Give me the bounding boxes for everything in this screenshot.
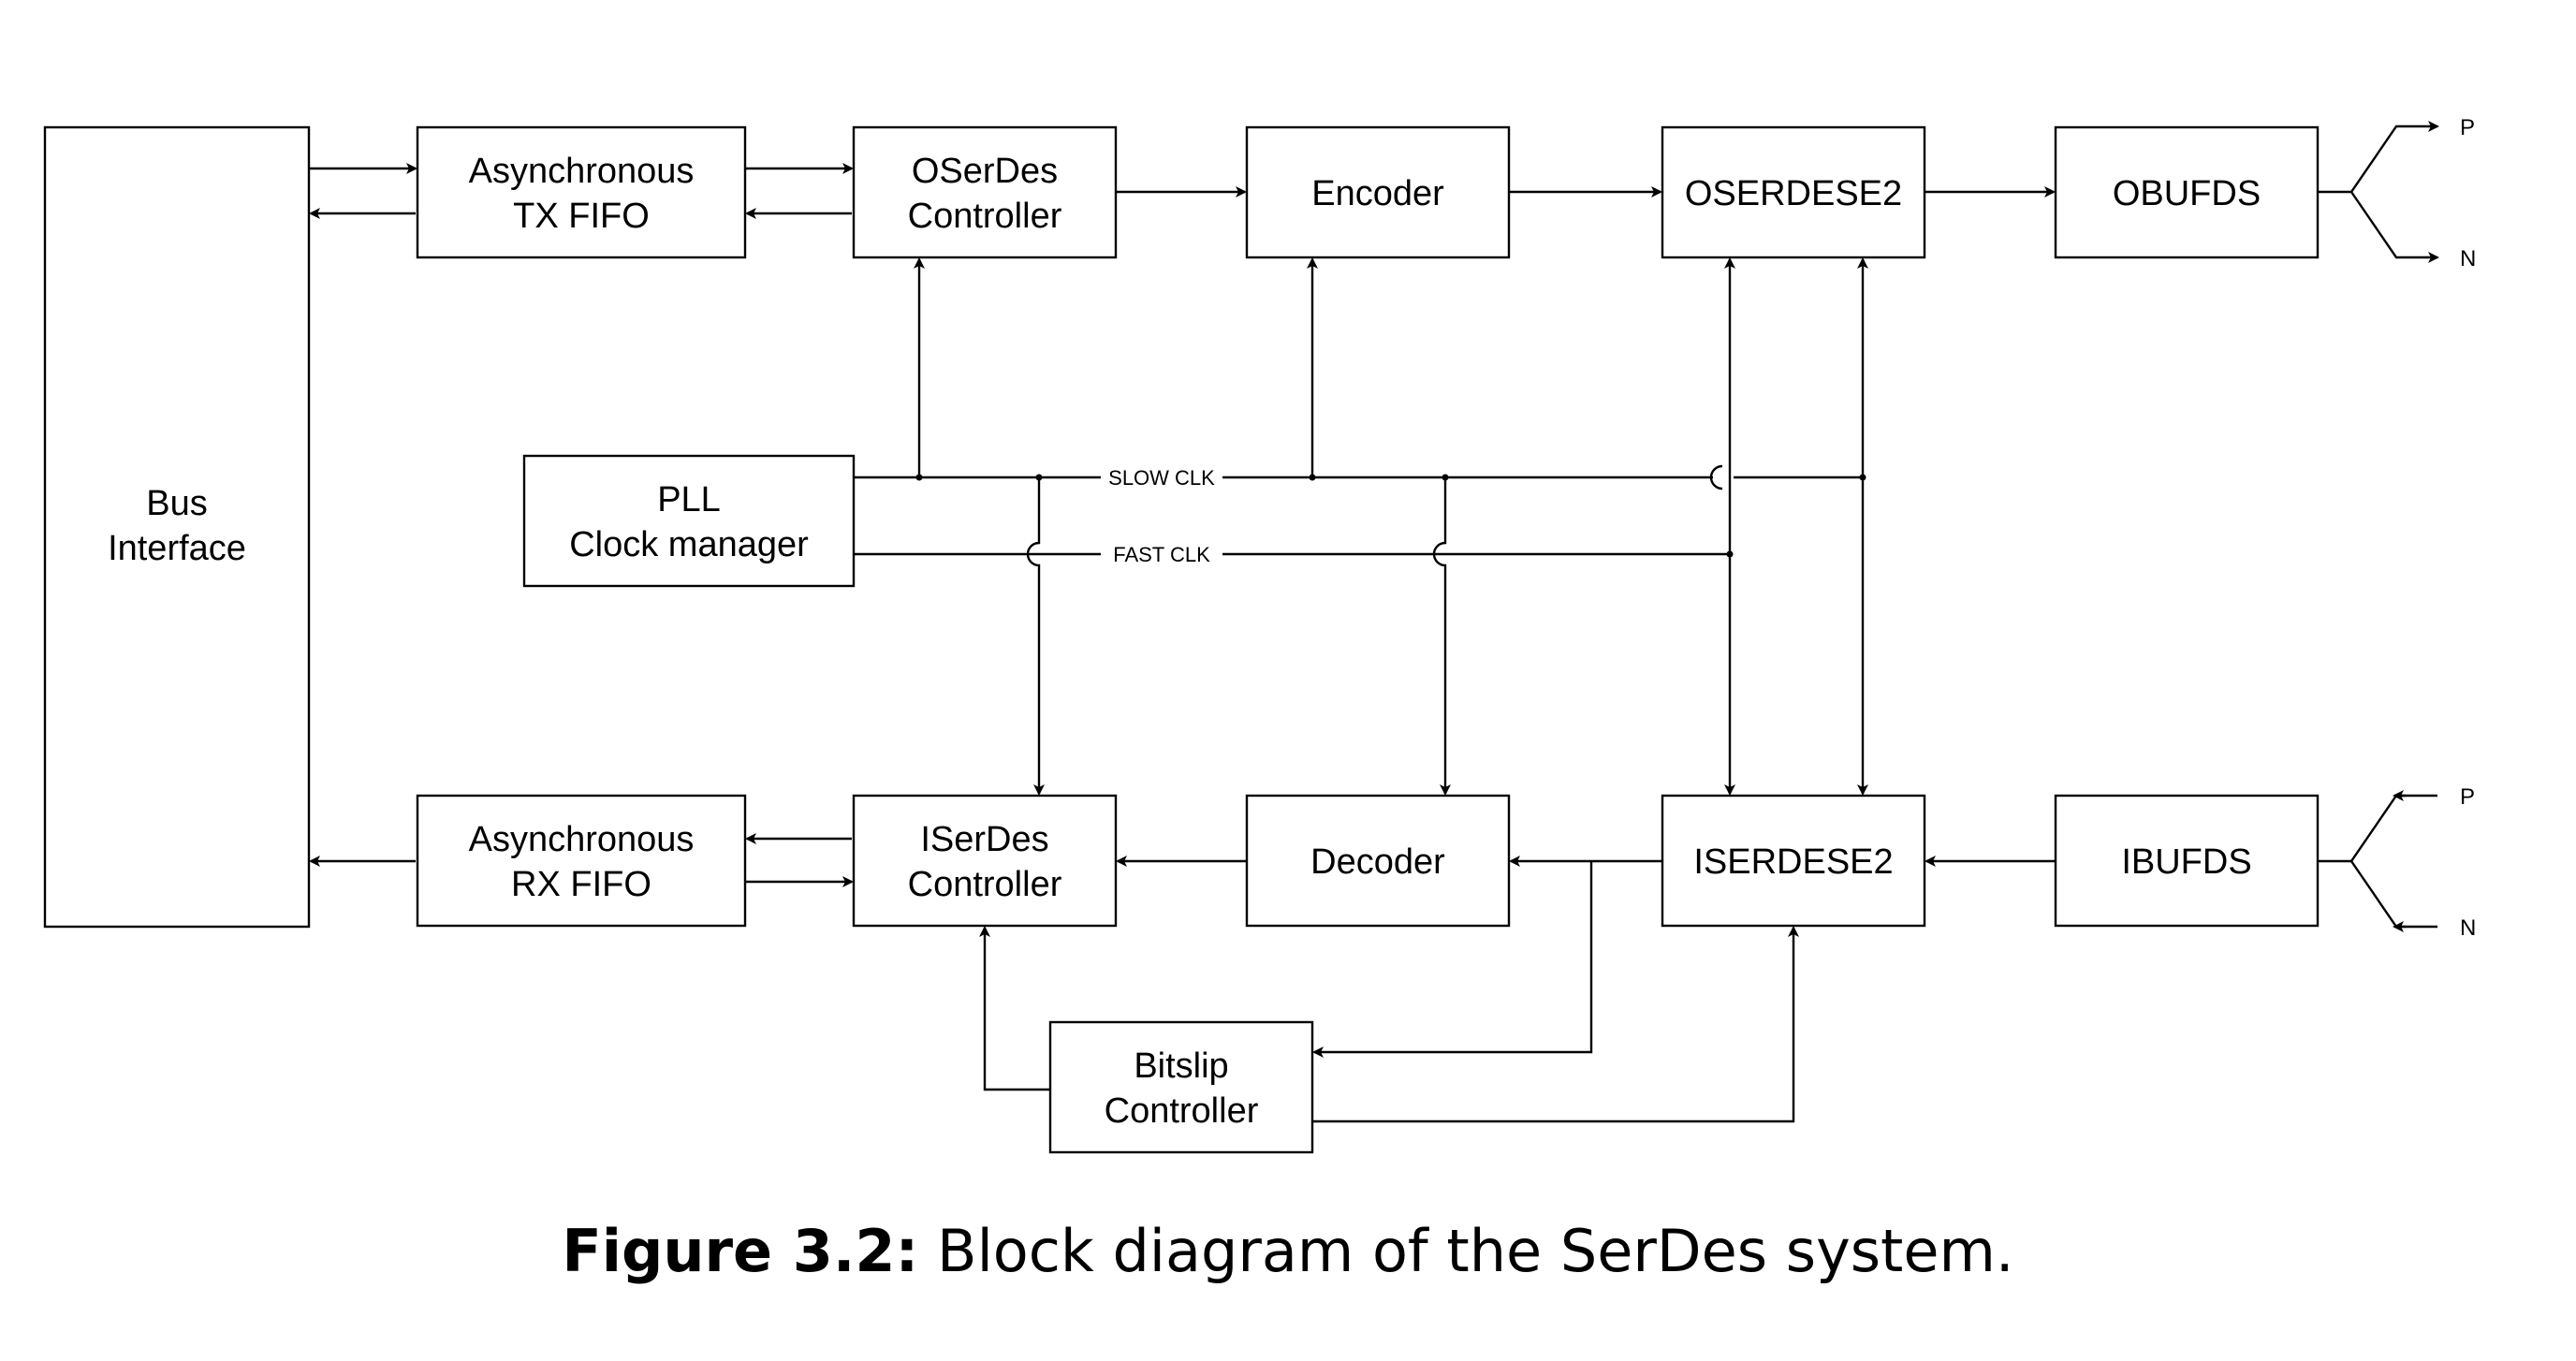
encoder-label: Encoder — [1311, 174, 1444, 213]
block-bitslip-controller: Bitslip Controller — [1048, 1020, 1314, 1154]
fast-clk-net: FAST CLK — [854, 543, 1734, 566]
block-bus-interface: Bus Interface — [43, 125, 311, 929]
block-obufds: OBUFDS — [2054, 125, 2320, 259]
pll-label-2: Clock manager — [569, 525, 809, 564]
fast-clk-label: FAST CLK — [1113, 543, 1210, 566]
arrow-obufds-n — [2350, 191, 2439, 263]
block-async-tx-fifo: Asynchronous TX FIFO — [416, 125, 747, 259]
bitslip-label-1: Bitslip — [1134, 1046, 1228, 1086]
ibufds-label: IBUFDS — [2121, 842, 2251, 882]
input-p-label: P — [2460, 784, 2475, 810]
block-encoder: Encoder — [1245, 125, 1511, 259]
arrow-slowclk-to-decoder — [1432, 477, 1451, 796]
txfifo-label-2: TX FIFO — [513, 197, 650, 236]
iserdese2-label: ISERDESE2 — [1693, 842, 1893, 882]
arrow-iserdese2-to-bitslip — [1312, 861, 1593, 1058]
rxfifo-label-2: RX FIFO — [511, 865, 651, 904]
block-iserdese2: ISERDESE2 — [1661, 794, 1926, 928]
output-n-label: N — [2460, 246, 2476, 271]
obufds-label: OBUFDS — [2113, 174, 2261, 213]
slow-clk-label: SLOW CLK — [1108, 466, 1215, 490]
arrow-bitslip-to-iserdesctl — [979, 926, 1050, 1091]
input-n-label: N — [2460, 915, 2476, 941]
arrow-obufds-p — [2318, 121, 2439, 194]
slow-clk-net: SLOW CLK — [854, 464, 1866, 490]
iserdesctl-label-2: Controller — [908, 865, 1062, 904]
block-ibufds: IBUFDS — [2054, 794, 2320, 928]
pll-label-1: PLL — [657, 480, 721, 520]
iserdesctl-label-1: ISerDes — [920, 820, 1048, 859]
arrow-slowclk-to-iserdesctl — [1026, 477, 1045, 796]
figure-caption: Figure 3.2: Block diagram of the SerDes … — [0, 1217, 2576, 1285]
caption-text: Block diagram of the SerDes system. — [937, 1217, 2014, 1285]
block-pll-clock-manager: PLL Clock manager — [522, 454, 856, 588]
block-oserdes-controller: OSerDes Controller — [852, 125, 1118, 259]
block-oserdese2: OSERDESE2 — [1661, 125, 1926, 259]
oserdesctl-label-1: OSerDes — [912, 152, 1058, 191]
block-iserdes-controller: ISerDes Controller — [852, 794, 1118, 928]
caption-label: Figure 3.2: — [562, 1217, 919, 1285]
oserdesctl-label-2: Controller — [908, 197, 1062, 236]
oserdese2-label: OSERDESE2 — [1685, 174, 1902, 213]
output-p-label: P — [2460, 115, 2475, 140]
block-decoder: Decoder — [1245, 794, 1511, 928]
line-ibufds-n — [2350, 860, 2437, 929]
bus-label-2: Interface — [108, 529, 246, 568]
decoder-label: Decoder — [1310, 842, 1445, 882]
bitslip-label-2: Controller — [1105, 1091, 1259, 1131]
bus-label-1: Bus — [146, 484, 207, 523]
rxfifo-label-1: Asynchronous — [469, 820, 695, 859]
arrow-bitslip-to-iserdese2 — [1312, 926, 1799, 1123]
line-ibufds-p — [2318, 794, 2437, 863]
block-async-rx-fifo: Asynchronous RX FIFO — [416, 794, 747, 928]
txfifo-label-1: Asynchronous — [469, 152, 695, 191]
